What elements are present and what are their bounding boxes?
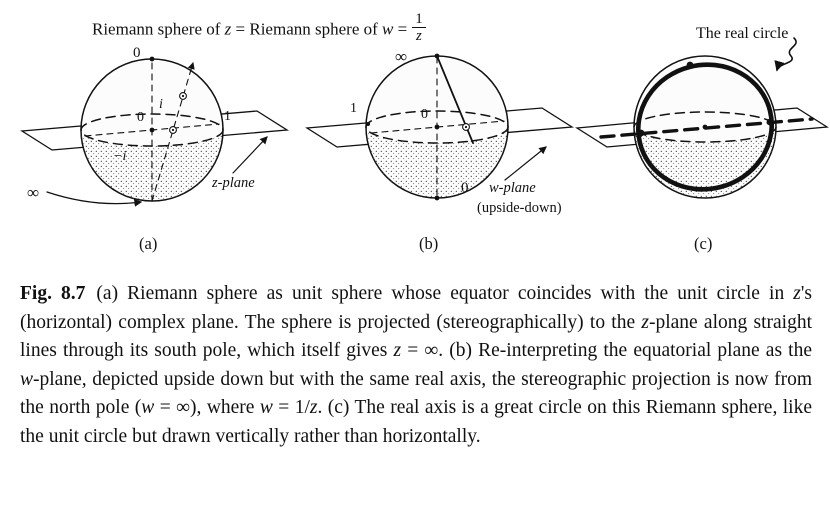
- real-circle-right-point: [766, 118, 774, 126]
- label-a-neg-i: −i: [113, 149, 126, 164]
- diagram-b-riemann-sphere-w: ∞ 0 1 0 w-plane (upside-down): [305, 47, 574, 216]
- figure-area: Riemann sphere of z = Riemann sphere of …: [20, 11, 829, 253]
- title-riemann-spheres: Riemann sphere of z = Riemann sphere of …: [92, 11, 426, 47]
- z-plane-arrow: [232, 136, 268, 174]
- label-w-plane: w-plane: [489, 180, 536, 196]
- sphere-c-equator-unit-circle: [633, 111, 777, 143]
- label-a-one: 1: [224, 109, 231, 124]
- title-real-circle: The real circle: [696, 25, 789, 42]
- one-point-b: [366, 122, 370, 126]
- w-plane-arrow: [504, 146, 547, 181]
- projected-point-on-plane-a-dot: [171, 128, 175, 132]
- panel-label-b: (b): [419, 234, 439, 253]
- point-on-sphere-a-dot: [181, 94, 185, 98]
- label-a-north-pole-0: 0: [133, 45, 141, 61]
- label-b-infinity: ∞: [395, 47, 407, 66]
- origin-a: [149, 127, 155, 133]
- label-b-origin-0: 0: [421, 107, 428, 122]
- label-b-one: 1: [350, 101, 357, 116]
- origin-c: [702, 124, 708, 130]
- figure-diagrams: 0 0 i −i 1 ∞ z-plane: [20, 37, 829, 216]
- caption-text: (a) Riemann sphere as unit sphere whose …: [20, 283, 812, 447]
- south-pole-b-zero: [434, 195, 440, 201]
- fraction-denominator: z: [416, 28, 422, 45]
- label-w-plane-upside-down: (upside-down): [477, 200, 562, 216]
- real-circle-left-point: [637, 129, 645, 137]
- label-a-infinity: ∞: [27, 183, 39, 202]
- label-z-plane: z-plane: [211, 175, 255, 191]
- sphere-b-equator-unit-circle: [365, 110, 509, 144]
- figure-number: Fig. 8.7: [20, 283, 86, 304]
- figure-caption: Fig. 8.7(a) Riemann sphere as unit spher…: [20, 280, 812, 451]
- projected-point-on-plane-b-dot: [464, 125, 468, 129]
- infinity-arrow-a: [46, 191, 143, 207]
- real-circle-squiggle-arrow: [774, 37, 797, 72]
- label-a-origin-0: 0: [137, 110, 144, 125]
- label-a-i: i: [159, 97, 163, 112]
- north-pole-b-infinity: [434, 53, 440, 59]
- real-circle-top-point: [686, 61, 694, 69]
- fraction-numerator: 1: [412, 11, 426, 29]
- label-b-south-pole-0: 0: [461, 180, 469, 196]
- diagram-a-riemann-sphere-z: 0 0 i −i 1 ∞ z-plane: [20, 45, 289, 207]
- panel-label-c: (c): [694, 234, 713, 253]
- title-ab-text: Riemann sphere of z = Riemann sphere of …: [92, 19, 408, 39]
- origin-b: [434, 124, 440, 130]
- diagram-c-real-circle-sphere: [575, 37, 829, 199]
- north-pole-a: [149, 56, 155, 62]
- panel-label-a: (a): [139, 234, 158, 253]
